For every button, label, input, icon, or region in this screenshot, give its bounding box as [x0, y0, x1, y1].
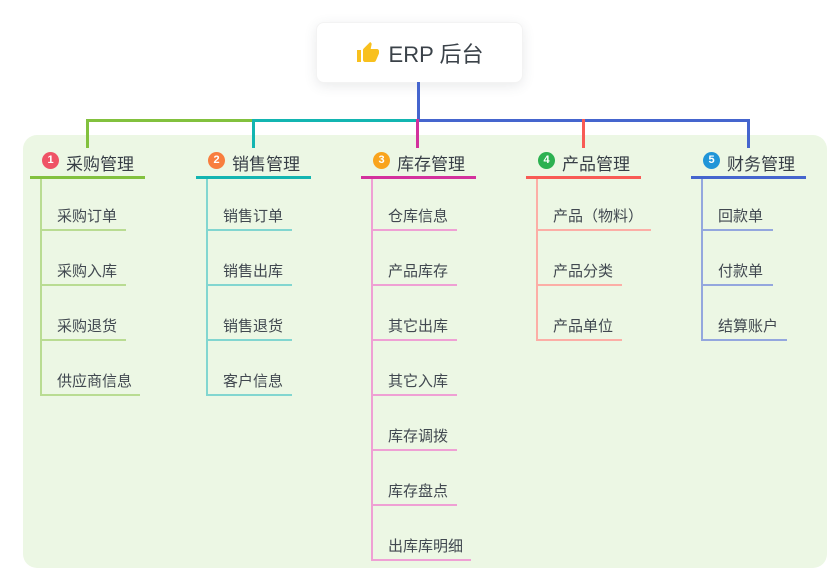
- topic-underline: [371, 449, 457, 451]
- topic-label[interactable]: 客户信息: [223, 373, 284, 390]
- topic-underline: [40, 394, 140, 396]
- branch-underline: [691, 176, 806, 179]
- topic-label[interactable]: 结算账户: [718, 318, 779, 335]
- branch-title[interactable]: 采购管理: [66, 155, 134, 174]
- branch-child-connector: [701, 179, 703, 341]
- topic-underline: [371, 339, 457, 341]
- topic-label[interactable]: 产品分类: [553, 263, 614, 280]
- branch-title[interactable]: 销售管理: [232, 155, 300, 174]
- branch-drop-2: [252, 119, 255, 148]
- topic-underline: [371, 229, 457, 231]
- topic-label[interactable]: 仓库信息: [388, 208, 449, 225]
- topic-label[interactable]: 产品（物料）: [553, 208, 644, 225]
- root-node[interactable]: ERP 后台: [316, 22, 523, 83]
- topic-label[interactable]: 回款单: [718, 208, 764, 225]
- topic-underline: [371, 504, 457, 506]
- topic-label[interactable]: 采购订单: [57, 208, 118, 225]
- branch-drop-1: [86, 119, 89, 148]
- topic-label[interactable]: 采购入库: [57, 263, 118, 280]
- branch-finance: 5 财务管理 回款单 付款单 结算账户: [691, 0, 839, 588]
- branch-drop-4: [582, 119, 585, 148]
- branch-child-connector: [40, 179, 42, 396]
- branch-title[interactable]: 库存管理: [397, 155, 465, 174]
- branch-sales: 2 销售管理 销售订单 销售出库 销售退货 客户信息: [196, 0, 361, 588]
- topic-label[interactable]: 采购退货: [57, 318, 118, 335]
- topic-underline: [40, 339, 126, 341]
- branch-drop-5: [747, 119, 750, 148]
- topic-underline: [206, 394, 292, 396]
- topic-underline: [371, 559, 471, 561]
- topic-label[interactable]: 销售退货: [223, 318, 284, 335]
- topic-underline: [536, 229, 651, 231]
- branch-underline: [361, 176, 476, 179]
- topic-label[interactable]: 其它出库: [388, 318, 449, 335]
- branch-underline: [30, 176, 145, 179]
- topic-underline: [701, 284, 773, 286]
- branch-title[interactable]: 财务管理: [727, 155, 795, 174]
- trunk-segment-2: [252, 119, 418, 122]
- topic-label[interactable]: 供应商信息: [57, 373, 133, 390]
- topic-label[interactable]: 销售订单: [223, 208, 284, 225]
- topic-label[interactable]: 产品库存: [388, 263, 449, 280]
- topic-underline: [40, 229, 126, 231]
- branch-product: 4 产品管理 产品（物料） 产品分类 产品单位: [526, 0, 691, 588]
- branch-purchase: 1 采购管理 采购订单 采购入库 采购退货 供应商信息: [30, 0, 195, 588]
- topic-label[interactable]: 产品单位: [553, 318, 614, 335]
- branch-child-connector: [206, 179, 208, 396]
- branch-child-connector: [536, 179, 538, 341]
- topic-label[interactable]: 销售出库: [223, 263, 284, 280]
- topic-underline: [40, 284, 126, 286]
- topic-underline: [701, 339, 787, 341]
- topic-underline: [206, 339, 292, 341]
- root-title: ERP 后台: [388, 41, 484, 67]
- root-connector: [417, 82, 420, 120]
- topic-label[interactable]: 其它入库: [388, 373, 449, 390]
- thumbs-up-icon: [356, 41, 379, 62]
- topic-underline: [701, 229, 773, 231]
- topic-label[interactable]: 库存盘点: [388, 483, 449, 500]
- branch-child-connector: [371, 179, 373, 561]
- topic-label[interactable]: 出库库明细: [388, 538, 464, 555]
- branch-inventory: 3 库存管理 仓库信息 产品库存 其它出库 其它入库 库存调拨 库存盘点 出库库…: [361, 0, 526, 588]
- branch-index-badge: 5: [703, 152, 720, 169]
- branch-index-badge: 3: [373, 152, 390, 169]
- trunk-segment-1: [86, 119, 254, 122]
- topic-underline: [206, 284, 292, 286]
- canvas-panel: [23, 135, 827, 568]
- branch-index-badge: 4: [538, 152, 555, 169]
- branch-index-badge: 1: [42, 152, 59, 169]
- topic-underline: [536, 339, 622, 341]
- topic-label[interactable]: 库存调拨: [388, 428, 449, 445]
- branch-drop-3: [416, 119, 419, 148]
- topic-underline: [371, 284, 457, 286]
- topic-underline: [536, 284, 622, 286]
- branch-underline: [196, 176, 311, 179]
- topic-underline: [371, 394, 457, 396]
- branch-underline: [526, 176, 641, 179]
- branch-title[interactable]: 产品管理: [562, 155, 630, 174]
- topic-underline: [206, 229, 292, 231]
- branch-index-badge: 2: [208, 152, 225, 169]
- topic-label[interactable]: 付款单: [718, 263, 764, 280]
